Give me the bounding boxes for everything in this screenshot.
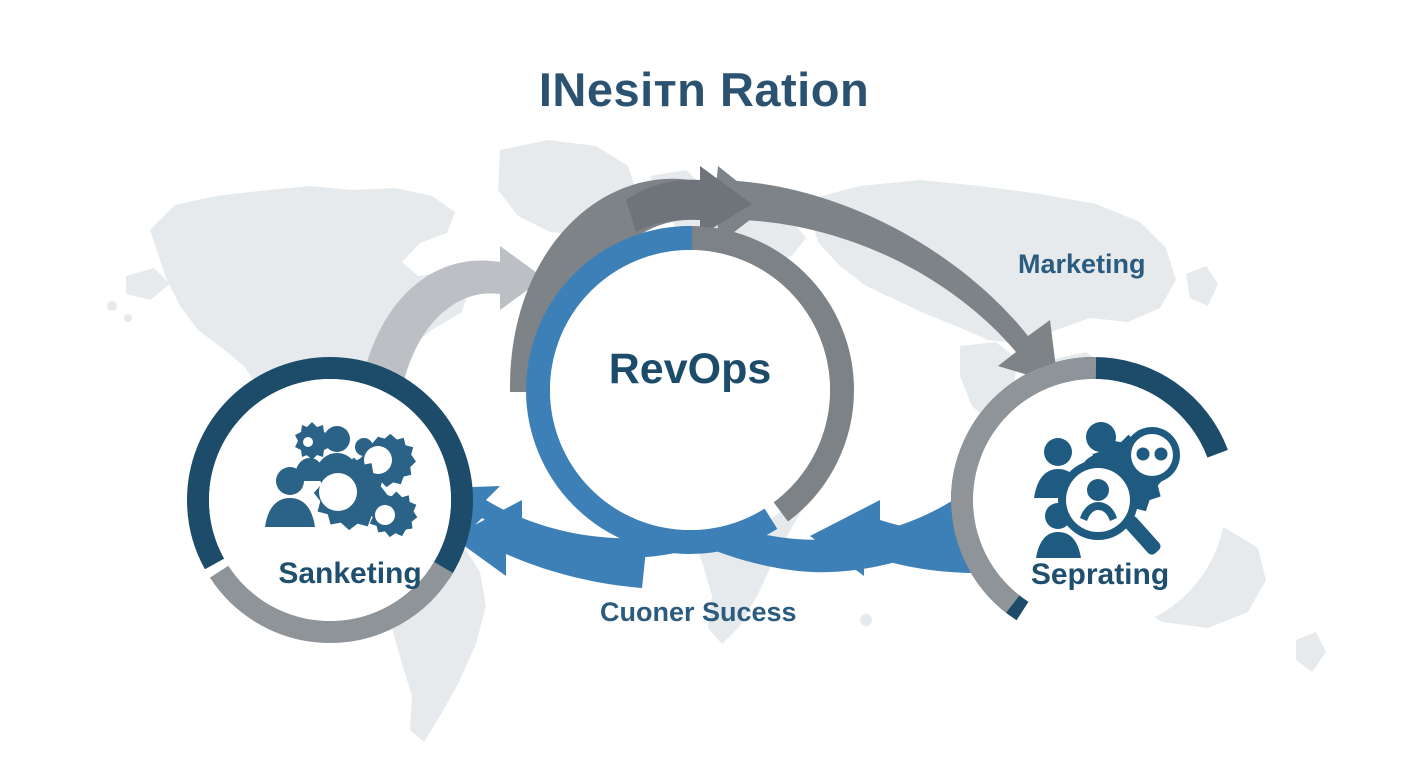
arrowhead-right-bottom <box>810 500 1004 576</box>
node-center[interactable] <box>526 226 854 554</box>
arrowhead-left <box>452 500 646 588</box>
arrow-left-to-center <box>355 246 544 452</box>
people-gears-icon <box>265 422 418 538</box>
node-right[interactable] <box>951 357 1237 643</box>
center-node-label: RevOps <box>608 345 772 393</box>
node-left[interactable] <box>187 357 473 643</box>
customer-success-label: Cuoner Sucess <box>600 597 797 627</box>
right-node-label: Seprating <box>1030 558 1170 591</box>
page-title: INesiтn Ration <box>538 63 870 116</box>
people-magnifier-icon <box>1034 422 1180 558</box>
left-node-label: Sanketing <box>278 557 422 590</box>
marketing-label: Marketing <box>1018 249 1146 279</box>
